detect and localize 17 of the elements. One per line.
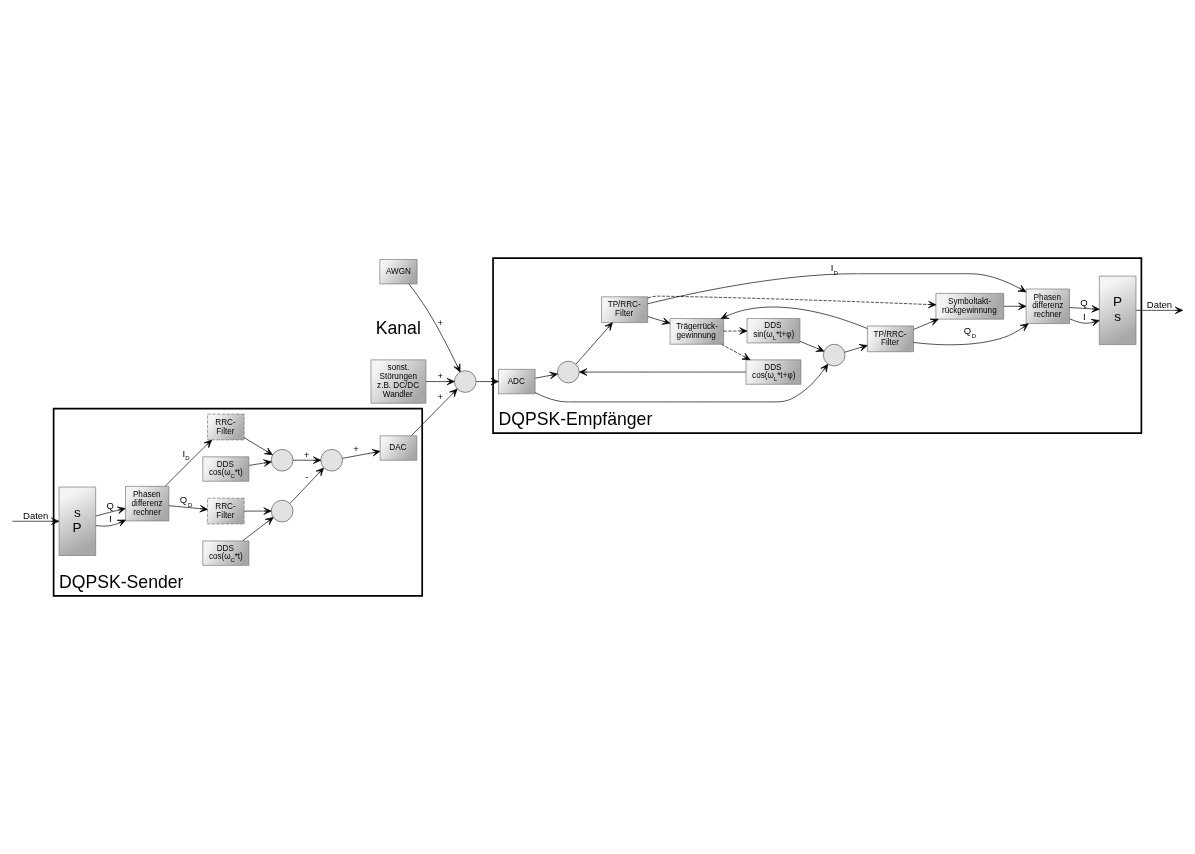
edge-label: - [305,471,309,483]
edge-label: Daten [1146,298,1173,310]
edge-label: Q [1080,296,1088,308]
edge-label: + [437,391,443,403]
edge-label: I$_{D}$ [830,262,838,276]
edge-label: I [1083,310,1086,322]
edge-label: + [437,317,443,329]
edge-label: + [303,448,310,460]
edge-label: I$_{D}$ [182,447,190,462]
edge-label: + [353,443,359,455]
edge-label: Q$_{D}$ [179,494,193,508]
label: Kanal [375,318,421,339]
edge-label: Q$_{D}$ [963,325,977,339]
edge-label: I [109,513,112,525]
edge-label: + [437,369,443,381]
edge-label: Daten [23,509,49,521]
edge-label: Q [106,499,114,511]
